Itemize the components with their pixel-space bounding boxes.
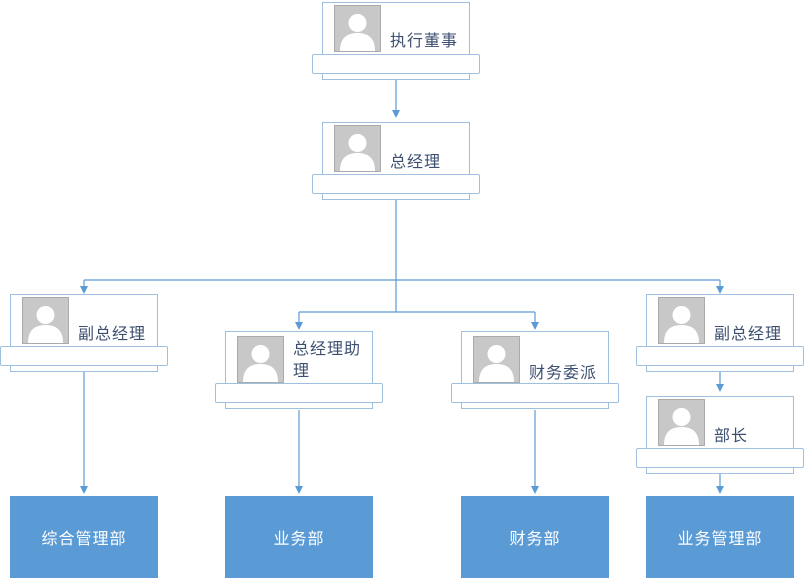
person-placeholder-icon (658, 399, 705, 446)
card-tray (646, 468, 794, 474)
node-title: 财务委派 (529, 365, 598, 382)
department-general-admin[interactable]: 综合管理部 (10, 496, 158, 578)
card-base (0, 346, 168, 366)
card-tray (646, 366, 794, 372)
node-title: 副总经理 (78, 326, 147, 343)
person-placeholder-icon (473, 336, 520, 383)
card-base (636, 448, 804, 468)
card-base (451, 383, 619, 403)
card-base (312, 174, 480, 194)
person-placeholder-icon (237, 336, 284, 383)
card-tray (322, 74, 470, 80)
card-executive-director[interactable]: 执行董事 (312, 2, 480, 82)
card-base (636, 346, 804, 366)
card-deputy-gm-right[interactable]: 副总经理 (636, 294, 804, 374)
node-title: 部长 (714, 428, 749, 445)
department-business-management[interactable]: 业务管理部 (646, 496, 794, 578)
person-placeholder-icon (658, 297, 705, 344)
card-tray (225, 403, 373, 409)
card-tray (461, 403, 609, 409)
department-business[interactable]: 业务部 (225, 496, 373, 578)
card-gm-assistant[interactable]: 总经理助理 (215, 331, 383, 411)
card-department-head[interactable]: 部长 (636, 396, 804, 476)
card-finance-delegate[interactable]: 财务委派 (451, 331, 619, 411)
person-placeholder-icon (22, 297, 69, 344)
node-title: 总经理助理 (293, 341, 362, 380)
card-base (312, 54, 480, 74)
card-tray (322, 194, 470, 200)
node-title: 总经理 (390, 154, 442, 171)
card-general-manager[interactable]: 总经理 (312, 122, 480, 202)
node-title: 副总经理 (714, 326, 783, 343)
person-placeholder-icon (334, 5, 381, 52)
person-placeholder-icon (334, 125, 381, 172)
card-base (215, 383, 383, 403)
card-tray (10, 366, 158, 372)
card-deputy-gm-left[interactable]: 副总经理 (0, 294, 168, 374)
department-finance[interactable]: 财务部 (461, 496, 609, 578)
node-title: 执行董事 (390, 33, 459, 50)
